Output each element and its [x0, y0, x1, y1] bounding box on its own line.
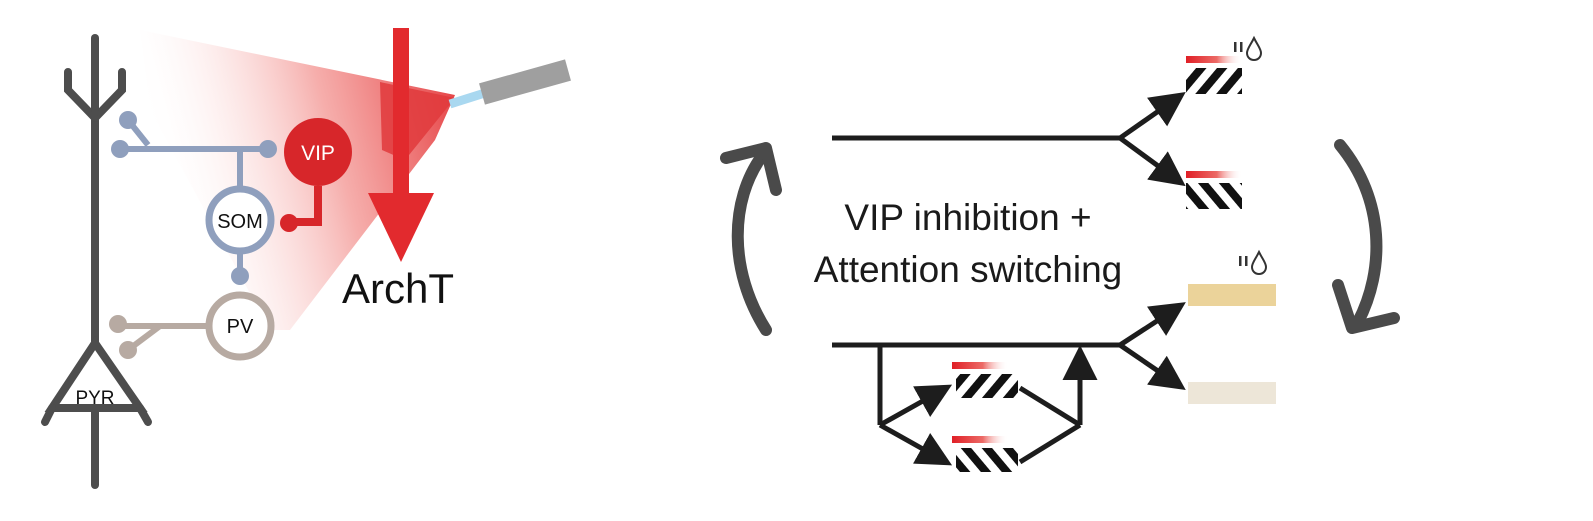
stimulus-lower-b	[952, 436, 1018, 472]
cycle-arrow-right-head	[1332, 279, 1400, 334]
circuit-panel: PYR VIP SOM PV	[41, 28, 571, 489]
pv-bouton	[119, 341, 137, 359]
striped-grating-icon	[956, 374, 1018, 398]
opsin-label: ArchT	[342, 265, 454, 312]
cycle-arrow-left-head	[720, 142, 782, 196]
water-drop-icon	[1234, 35, 1263, 62]
task-caption-line1: VIP inhibition +	[844, 197, 1091, 238]
striped-grating-icon	[956, 448, 1018, 472]
cycle-arrow-right-icon	[1334, 139, 1383, 328]
pyr-neuron	[41, 34, 152, 489]
pv-label: PV	[227, 316, 254, 338]
stimulus-upper-rewarded	[1186, 35, 1263, 94]
som-bouton	[259, 140, 277, 158]
stimulus-lower-a	[952, 362, 1018, 398]
task-caption-line2: Attention switching	[814, 249, 1123, 290]
som-bouton	[119, 111, 137, 129]
striped-grating-icon	[1186, 183, 1242, 209]
odor-rewarded	[1188, 249, 1276, 306]
upper-block	[832, 91, 1186, 187]
odor-unrewarded	[1188, 382, 1276, 404]
vip-label: VIP	[301, 142, 335, 165]
lower-block	[832, 302, 1186, 466]
som-label: SOM	[217, 211, 263, 233]
striped-grating-icon	[1186, 68, 1242, 94]
water-drop-icon	[1239, 249, 1268, 276]
light-cone	[140, 30, 455, 330]
task-panel: VIP inhibition + Attention switching	[720, 35, 1400, 472]
optic-fiber-icon	[448, 59, 571, 109]
som-neuron	[120, 118, 275, 270]
light-arrow-icon	[368, 28, 434, 262]
som-bouton	[231, 267, 249, 285]
pyr-label: PYR	[75, 388, 114, 409]
vip-neuron	[280, 118, 352, 232]
stimulus-upper-unrewarded	[1186, 171, 1242, 209]
pv-bouton	[109, 315, 127, 333]
som-bouton	[111, 140, 129, 158]
cycle-arrow-left-icon	[731, 150, 772, 336]
